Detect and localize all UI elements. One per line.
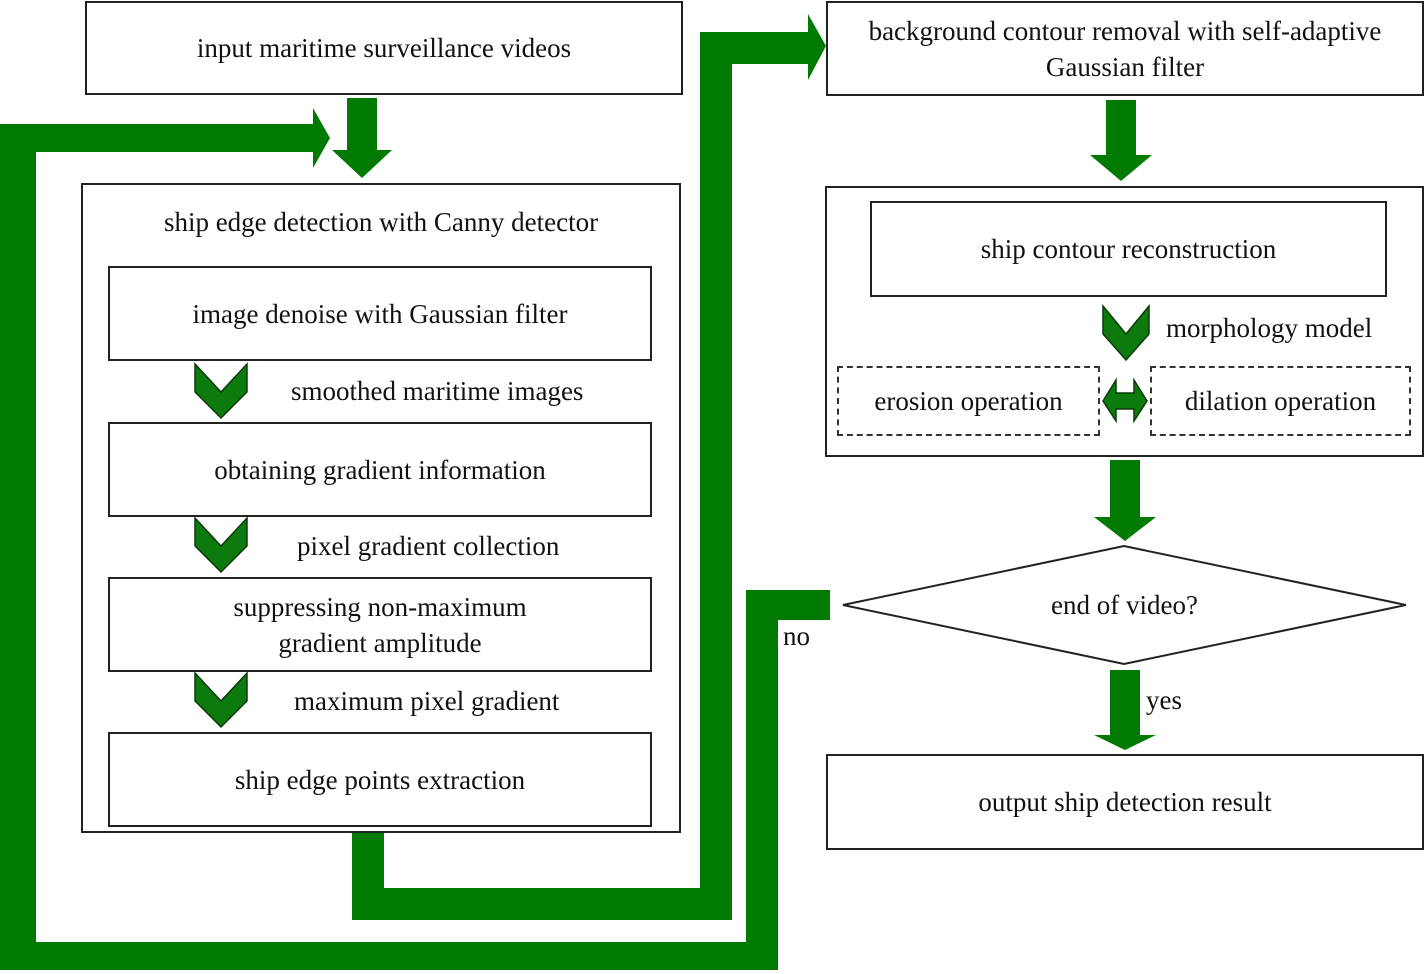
loop-arrow-to-background: [352, 14, 826, 920]
arrow-background-down: [1090, 100, 1152, 181]
double-arrow-icon: [1102, 377, 1148, 424]
chevron-icon-2: [194, 516, 248, 574]
input-videos-text: input maritime surveillance videos: [196, 33, 572, 63]
chevron-icon-3: [194, 671, 248, 729]
contour-reconstruction-box: ship contour reconstruction: [870, 201, 1387, 297]
canny-title: ship edge detection with Canny detector: [163, 207, 599, 237]
dilation-operation-text: dilation operation: [1184, 386, 1377, 416]
input-videos-box: input maritime surveillance videos: [85, 1, 683, 95]
step-gradient-box: obtaining gradient information: [108, 422, 652, 517]
dilation-operation-box: dilation operation: [1150, 366, 1411, 436]
morphology-container: [825, 186, 1424, 457]
step-edge-points-box: ship edge points extraction: [108, 732, 652, 827]
background-removal-box: background contour removal with self-ada…: [826, 1, 1424, 96]
step-edge-points-text: ship edge points extraction: [234, 764, 526, 795]
arrow-input-down: [332, 98, 392, 178]
label-pixel-gradient: pixel gradient collection: [297, 531, 560, 561]
arrow-yes-down: [1094, 670, 1156, 750]
step-denoise-text: image denoise with Gaussian filter: [192, 298, 568, 329]
label-max-gradient: maximum pixel gradient: [294, 686, 560, 716]
step-suppress-box: suppressing non-maximum gradient amplitu…: [108, 577, 652, 672]
decision-text: end of video?: [1051, 590, 1198, 620]
step-denoise-box: image denoise with Gaussian filter: [108, 266, 652, 361]
step-gradient-text: obtaining gradient information: [214, 454, 546, 485]
output-result-text: output ship detection result: [978, 787, 1272, 817]
loop-arrow-no-branch: [0, 108, 830, 970]
decision-diamond: [842, 544, 1407, 666]
output-result-box: output ship detection result: [826, 754, 1424, 850]
chevron-icon-1: [194, 362, 248, 420]
erosion-operation-box: erosion operation: [837, 366, 1100, 436]
arrow-morphology-down: [1094, 460, 1156, 541]
label-smoothed-images: smoothed maritime images: [291, 376, 584, 406]
background-removal-text: background contour removal with self-ada…: [868, 15, 1382, 82]
label-morphology-model: morphology model: [1166, 313, 1373, 343]
canny-detector-container: [81, 183, 681, 833]
label-no: no: [783, 621, 810, 651]
label-yes: yes: [1146, 685, 1182, 715]
erosion-operation-text: erosion operation: [874, 386, 1063, 416]
step-suppress-text: suppressing non-maximum gradient amplitu…: [233, 591, 541, 658]
chevron-icon-morphology: [1102, 303, 1150, 362]
contour-reconstruction-text: ship contour reconstruction: [980, 234, 1277, 264]
